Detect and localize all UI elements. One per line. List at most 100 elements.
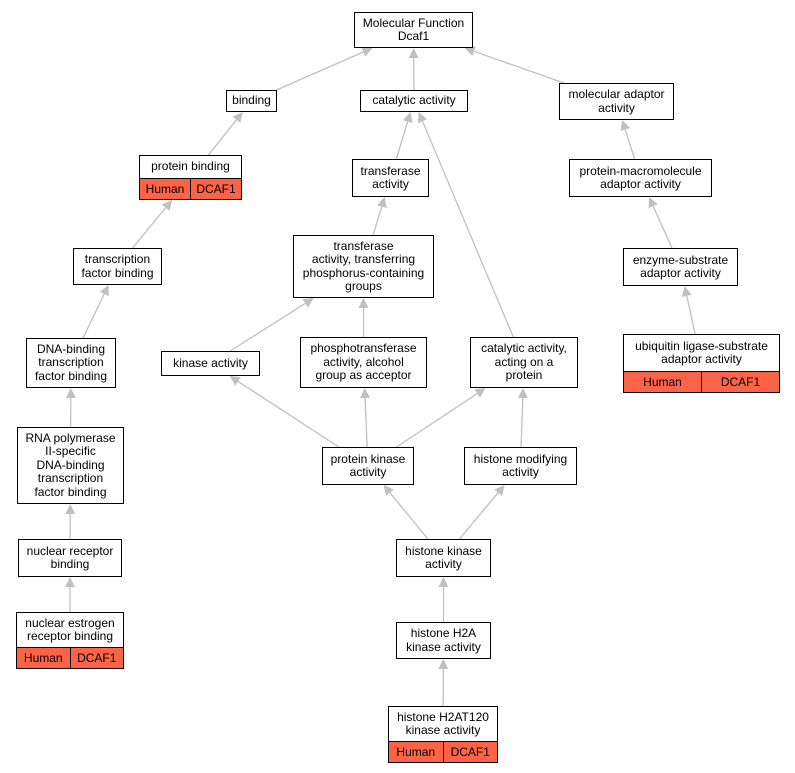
edge-arrowhead <box>377 197 387 209</box>
edge-arrowhead <box>161 200 173 211</box>
node-kinase-activity[interactable]: kinase activity <box>161 351 260 376</box>
node-label: histone H2AT120 kinase activity <box>397 709 489 737</box>
node-transcription-factor-binding[interactable]: transcription factor binding <box>73 248 162 285</box>
edge-arrowhead <box>417 112 428 124</box>
node-catalytic-activity[interactable]: catalytic activity <box>360 90 468 112</box>
edge-arrowhead <box>620 120 631 132</box>
edge-transferase-to-catalytic <box>395 121 409 160</box>
edge-arrowhead <box>517 388 528 399</box>
node-ubiquitin-ligase-substrate-adaptor[interactable]: ubiquitin ligase-substrate adaptor activ… <box>623 334 780 393</box>
node-label: Molecular Function Dcaf1 <box>362 15 465 43</box>
edge-arrowhead <box>408 48 419 59</box>
node-label: catalytic activity, acting on a protein <box>481 341 567 383</box>
edge-arrowhead <box>65 504 76 515</box>
edge-arrowhead <box>360 388 371 399</box>
edge-arrowhead <box>302 298 314 308</box>
annotation-row: Human DCAF1 <box>624 371 779 392</box>
node-label: protein binding <box>151 159 230 174</box>
node-label: ubiquitin ligase-substrate adaptor activ… <box>635 338 768 366</box>
edge-protein_kinase-to-phosphotransferase <box>364 397 368 448</box>
node-label: transcription factor binding <box>81 252 154 280</box>
edge-arrowhead <box>383 485 394 496</box>
annotation-species: Human <box>643 375 682 389</box>
edge-tf_binding-to-protein_binding <box>132 207 167 249</box>
edge-arrowhead <box>494 485 505 496</box>
node-label: histone modifying activity <box>473 451 568 479</box>
edge-arrowhead <box>438 577 449 587</box>
annotation-gene: DCAF1 <box>69 648 124 668</box>
node-dna-binding-tf-binding[interactable]: DNA-binding transcription factor binding <box>26 338 116 388</box>
node-catalytic-activity-on-protein[interactable]: catalytic activity, acting on a protein <box>470 337 578 388</box>
node-label: transferase activity <box>360 163 421 191</box>
annotation-gene: DCAF1 <box>190 179 241 199</box>
node-label: molecular adaptor activity <box>568 87 665 115</box>
node-histone-h2a-kinase-activity[interactable]: histone H2A kinase activity <box>396 622 491 659</box>
edge-histone_kinase-to-histone_mod <box>458 492 499 540</box>
edge-binding-to-root <box>276 51 364 91</box>
edge-arrowhead <box>474 388 486 398</box>
edge-adaptor-to-root <box>473 50 565 84</box>
edge-dna_tf_binding-to-tf_binding <box>82 293 105 339</box>
node-label: nuclear receptor binding <box>26 543 114 571</box>
edge-es_adaptor-to-pm_adaptor <box>652 205 673 249</box>
node-protein-macromolecule-adaptor-activity[interactable]: protein-macromolecule adaptor activity <box>569 159 712 197</box>
node-enzyme-substrate-adaptor-activity[interactable]: enzyme-substrate adaptor activity <box>623 248 738 286</box>
node-label: nuclear estrogen receptor binding <box>25 615 115 643</box>
edge-kinase-to-transferase_phos <box>229 302 306 352</box>
edge-pm_adaptor-to-adaptor <box>624 129 636 160</box>
edge-arrowhead <box>464 46 476 57</box>
edge-histone_kinase-to-protein_kinase <box>389 492 429 540</box>
edge-arrowhead <box>229 376 241 386</box>
annotation-species: Human <box>145 182 185 196</box>
edge-arrowhead <box>648 197 658 209</box>
node-protein-kinase-activity[interactable]: protein kinase activity <box>322 447 414 485</box>
node-label: enzyme-substrate adaptor activity <box>632 252 729 280</box>
node-histone-h2at120-kinase-activity[interactable]: histone H2AT120 kinase activity Human DC… <box>388 706 498 763</box>
edge-arrowhead <box>232 112 243 123</box>
annotation-species: Human <box>396 745 436 759</box>
node-rna-polymerase-ii-tf-binding[interactable]: RNA polymerase II-specific DNA-binding t… <box>17 427 124 504</box>
annotation-row: Human DCAF1 <box>140 178 241 199</box>
node-binding[interactable]: binding <box>226 90 277 112</box>
edge-arrowhead <box>361 47 373 57</box>
node-label: catalytic activity <box>372 93 456 108</box>
node-label: transferase activity, transferring phosp… <box>302 238 425 293</box>
edge-transferase_phos-to-transferase <box>372 206 383 236</box>
node-label: kinase activity <box>173 355 248 370</box>
annotation-row: Human DCAF1 <box>389 741 497 762</box>
edge-protein_binding-to-binding <box>207 119 238 156</box>
edge-arrowhead <box>681 286 692 297</box>
edge-protein_kinase-to-kinase <box>237 380 340 448</box>
node-histone-modifying-activity[interactable]: histone modifying activity <box>464 447 577 485</box>
edge-arrowhead <box>358 298 369 308</box>
node-nuclear-estrogen-receptor-binding[interactable]: nuclear estrogen receptor binding Human … <box>16 612 124 669</box>
node-nuclear-receptor-binding[interactable]: nuclear receptor binding <box>18 539 122 577</box>
annotation-gene: DCAF1 <box>442 742 498 762</box>
annotation-row: Human DCAF1 <box>17 647 123 668</box>
node-label: histone kinase activity <box>405 543 482 571</box>
node-molecular-function-root[interactable]: Molecular Function Dcaf1 <box>354 12 473 48</box>
edge-ubiquitin_adaptor-to-es_adaptor <box>686 295 696 335</box>
annotation-gene: DCAF1 <box>701 372 779 392</box>
node-label: protein kinase activity <box>330 451 406 479</box>
edge-cat_protein-to-catalytic <box>421 120 514 338</box>
node-molecular-adaptor-activity[interactable]: molecular adaptor activity <box>559 83 674 120</box>
edge-arrowhead <box>65 388 76 399</box>
node-label: binding <box>232 93 271 108</box>
edge-arrowhead <box>402 112 413 124</box>
node-transferase-activity[interactable]: transferase activity <box>352 159 429 197</box>
edge-arrowhead <box>99 285 109 297</box>
node-label: histone H2A kinase activity <box>406 626 481 654</box>
edge-arrowhead <box>438 659 449 670</box>
edge-arrowhead <box>65 577 75 587</box>
node-label: RNA polymerase II-specific DNA-binding t… <box>25 430 116 499</box>
node-phosphotransferase-alcohol-acceptor[interactable]: phosphotransferase activity, alcohol gro… <box>300 337 427 388</box>
node-protein-binding[interactable]: protein binding Human DCAF1 <box>139 155 242 200</box>
node-label: DNA-binding transcription factor binding <box>34 341 108 383</box>
node-histone-kinase-activity[interactable]: histone kinase activity <box>396 539 491 577</box>
edge-protein_kinase-to-cat_protein <box>396 392 478 448</box>
annotation-species: Human <box>23 651 63 665</box>
node-transferase-phosphorus-groups[interactable]: transferase activity, transferring phosp… <box>293 235 434 298</box>
